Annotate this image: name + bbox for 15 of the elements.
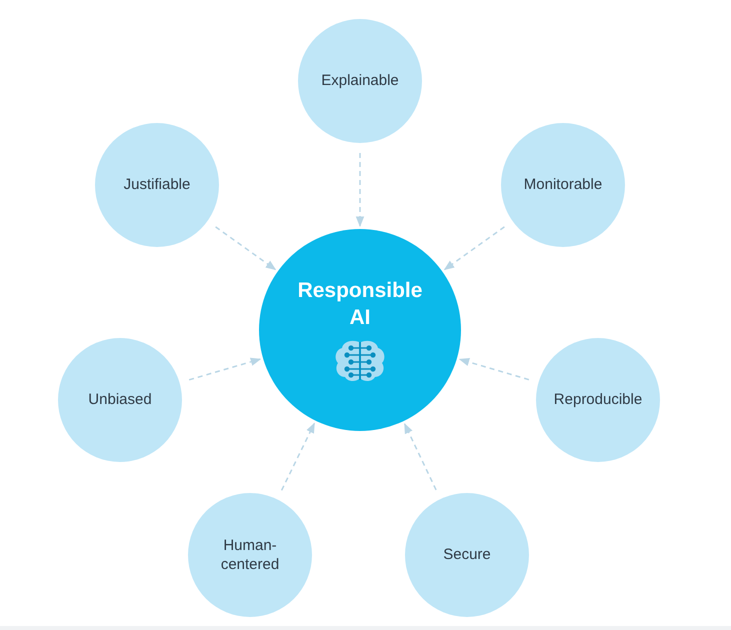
circle-label: Unbiased: [87, 390, 153, 410]
circle-label: Responsible AI: [296, 278, 424, 331]
dashed-arrow: [356, 153, 364, 228]
circle-label: Reproducible: [552, 390, 644, 410]
circle-label: Explainable: [320, 71, 400, 91]
dashed-arrow: [215, 226, 276, 270]
circle-label: Monitorable: [522, 175, 604, 195]
circle-label: Human-centered: [220, 536, 280, 574]
dashed-arrow: [404, 422, 437, 490]
dashed-arrow: [280, 422, 315, 491]
dashed-arrow: [188, 358, 262, 381]
circle-label: Secure: [442, 545, 492, 565]
circle-label: Justifiable: [122, 175, 192, 195]
dashed-arrow: [444, 226, 505, 270]
dashed-arrow: [458, 358, 530, 380]
